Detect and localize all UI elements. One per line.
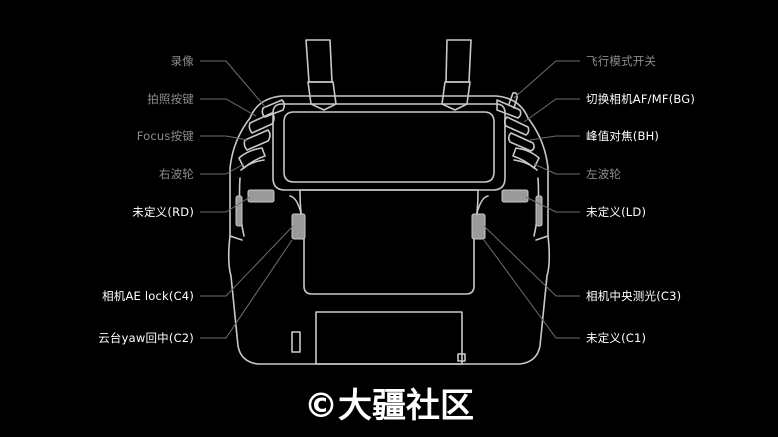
label-focus: Focus按键 (136, 129, 194, 143)
leader-right-dial (200, 163, 245, 175)
leader-left-dial (533, 163, 580, 175)
right-antenna (445, 39, 472, 83)
peaking-button (507, 132, 535, 152)
label-right-dial: 右波轮 (158, 167, 194, 181)
label-center-metering-c3: 相机中央测光(C3) (586, 289, 682, 303)
right-side-slot (535, 195, 543, 227)
label-undefined-c1: 未定义(C1) (586, 331, 647, 345)
label-gimbal-yaw-c2: 云台yaw回中(C2) (98, 331, 194, 345)
screen-frame (272, 103, 506, 191)
label-ae-lock-c4: 相机AE lock(C4) (102, 289, 194, 303)
leader-c2 (200, 239, 293, 339)
stick-panel (299, 189, 479, 295)
label-shutter: 拍照按键 (147, 92, 194, 106)
left-antenna (305, 39, 333, 83)
leader-flight-mode (513, 60, 580, 99)
label-af-mf-bg: 切换相机AF/MF(BG) (586, 92, 696, 106)
bottom-port (291, 331, 301, 353)
label-flight-mode: 飞行模式开关 (586, 54, 657, 68)
focus-button (243, 129, 271, 151)
leader-c1 (483, 239, 580, 339)
ld-button (501, 189, 529, 203)
c3-button (471, 213, 486, 240)
c4-button (291, 213, 306, 240)
leader-focus (200, 135, 249, 141)
label-record: 录像 (170, 54, 194, 68)
left-antenna-hinge (307, 81, 337, 111)
leader-record (200, 60, 267, 109)
record-button (261, 99, 286, 118)
label-undefined-rd: 未定义(RD) (132, 205, 194, 219)
shutter-button (248, 112, 275, 134)
screen (283, 111, 495, 183)
leader-c4 (200, 225, 294, 297)
right-antenna-hinge (441, 81, 471, 111)
bottom-indicator (457, 353, 466, 362)
label-undefined-ld: 未定义(LD) (586, 205, 647, 219)
controller-body (227, 95, 551, 365)
label-left-dial: 左波轮 (586, 167, 622, 181)
leader-shutter (200, 98, 257, 117)
af-mf-button (503, 116, 530, 136)
watermark: ©大疆社区 (304, 386, 474, 426)
label-peaking-bh: 峰值对焦(BH) (586, 129, 660, 143)
flight-mode-switch (496, 99, 522, 119)
leader-peaking (529, 135, 580, 141)
rd-button (247, 189, 275, 203)
leader-af-mf (523, 98, 580, 123)
bottom-compartment (315, 311, 463, 365)
leader-ld (525, 196, 580, 213)
leader-c3 (483, 225, 580, 297)
left-side-slot (235, 195, 243, 227)
leader-rd (200, 196, 251, 213)
